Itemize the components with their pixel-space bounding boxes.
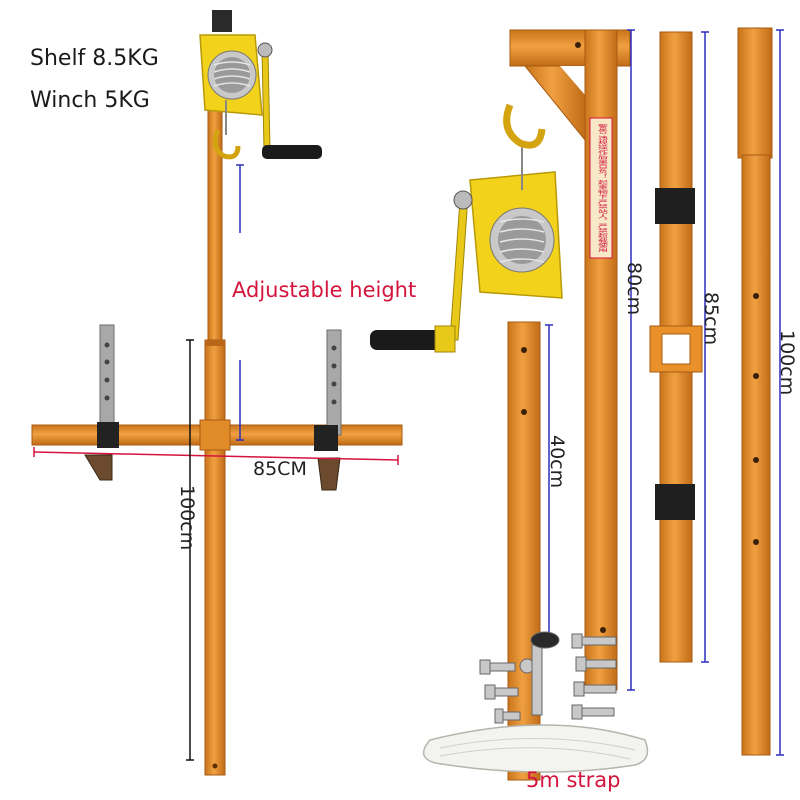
extension-part-85cm (627, 29, 709, 691)
mast-part-100cm (737, 27, 784, 756)
width-85cm-label: 85CM (253, 458, 307, 480)
length-85cm-label: 85cm (700, 292, 722, 346)
mast-lower (204, 339, 226, 776)
warning-label-text: 警告 违规操作后果自负！ 起重物下严禁站人，严禁超载使用 (596, 123, 608, 252)
left-height-dimension-line (186, 339, 194, 761)
left-clamp-bracket (84, 324, 119, 481)
bolt-set (479, 631, 617, 724)
strap-label: 5m strap (526, 768, 621, 792)
hook-assembled (212, 100, 241, 160)
left-height-100cm-label: 100cm (176, 485, 198, 551)
right-clamp-bracket (314, 329, 342, 491)
shelf-weight-label: Shelf 8.5KG (30, 46, 159, 71)
winch-separate (370, 171, 563, 353)
adjustable-height-label: Adjustable height (232, 278, 417, 302)
extension-part-40cm (507, 321, 553, 781)
winch-assembled (199, 10, 322, 159)
hook-separate (503, 103, 546, 190)
length-80cm-label: 80cm (623, 262, 645, 316)
strap-coil (422, 724, 649, 773)
length-40cm-label: 40cm (546, 435, 568, 489)
width-dimension-line (33, 447, 399, 465)
assembled-crane (31, 10, 403, 776)
length-100cm-label: 100cm (776, 330, 798, 396)
warning-label (589, 117, 613, 259)
winch-weight-label: Winch 5KG (30, 88, 150, 113)
boom-part-80cm (509, 29, 631, 691)
height-dimension-lines (236, 164, 244, 441)
